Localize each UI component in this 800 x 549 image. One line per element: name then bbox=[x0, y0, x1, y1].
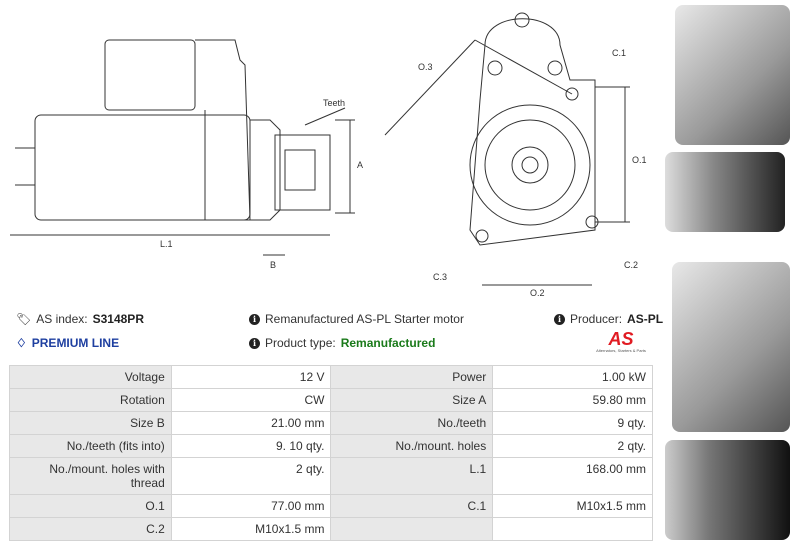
product-photo-side[interactable] bbox=[665, 152, 785, 232]
spec-value: 1.00 kW bbox=[492, 365, 653, 389]
producer-label: Producer: bbox=[570, 312, 623, 326]
description: i Remanufactured AS-PL Starter motor bbox=[249, 312, 464, 326]
info-icon: i bbox=[249, 337, 260, 349]
spec-label: No./teeth (fits into) bbox=[9, 434, 172, 458]
premium-line[interactable]: ♢ PREMIUM LINE bbox=[16, 336, 119, 350]
label-b: B bbox=[270, 260, 277, 270]
spec-label bbox=[330, 517, 494, 541]
spec-value: M10x1.5 mm bbox=[492, 494, 653, 518]
spec-value bbox=[492, 517, 653, 541]
logo-mark: AS bbox=[608, 329, 634, 349]
spec-value: 2 qty. bbox=[170, 457, 332, 495]
label-a: A bbox=[357, 160, 364, 170]
spec-value: 77.00 mm bbox=[170, 494, 332, 518]
spec-value: M10x1.5 mm bbox=[170, 517, 332, 541]
spec-label: Voltage bbox=[9, 365, 172, 389]
product-photo-front[interactable] bbox=[675, 5, 790, 145]
tags-icon: 🏷 bbox=[16, 312, 32, 326]
as-index-label: AS index: bbox=[36, 312, 88, 326]
diamond-icon: ♢ bbox=[16, 336, 27, 350]
label-o2: O.2 bbox=[530, 288, 545, 298]
producer-value: AS-PL bbox=[627, 312, 664, 326]
side-view-diagram bbox=[10, 39, 355, 256]
as-pl-logo: AS Alternators, Starters & Parts bbox=[588, 330, 654, 353]
info-icon: i bbox=[249, 313, 260, 325]
table-row: No./teeth (fits into)9. 10 qty.No./mount… bbox=[9, 434, 653, 458]
spec-value: 2 qty. bbox=[492, 434, 653, 458]
spec-label: L.1 bbox=[330, 457, 494, 495]
label-c2: C.2 bbox=[624, 260, 639, 270]
logo-tagline: Alternators, Starters & Parts bbox=[596, 348, 646, 353]
product-type-value: Remanufactured bbox=[340, 336, 436, 350]
front-view-diagram bbox=[384, 12, 630, 286]
spec-value: 59.80 mm bbox=[492, 388, 653, 412]
label-c1: C.1 bbox=[612, 48, 627, 58]
producer: i Producer: AS-PL bbox=[554, 312, 663, 326]
spec-label: No./mount. holes with thread bbox=[9, 457, 172, 495]
spec-value: CW bbox=[170, 388, 332, 412]
info-icon: i bbox=[554, 313, 565, 325]
spec-label: C.2 bbox=[9, 517, 172, 541]
spec-value: 9. 10 qty. bbox=[170, 434, 332, 458]
spec-value: 21.00 mm bbox=[170, 411, 332, 435]
label-l1: L.1 bbox=[160, 239, 173, 249]
spec-label: Rotation bbox=[9, 388, 172, 412]
spec-label: No./mount. holes bbox=[330, 434, 494, 458]
spec-label: Size B bbox=[9, 411, 172, 435]
label-o1: O.1 bbox=[632, 155, 647, 165]
product-type-label: Product type: bbox=[265, 336, 336, 350]
product-photo-rear[interactable] bbox=[672, 262, 790, 432]
description-text: Remanufactured AS-PL Starter motor bbox=[265, 312, 464, 326]
as-index: 🏷 AS index: S3148PR bbox=[16, 312, 144, 326]
product-photo-bottom[interactable] bbox=[665, 440, 790, 540]
spec-label: O.1 bbox=[9, 494, 172, 518]
spec-value: 12 V bbox=[170, 365, 332, 389]
label-teeth: Teeth bbox=[323, 98, 346, 108]
spec-value: 168.00 mm bbox=[492, 457, 653, 495]
product-type: i Product type: Remanufactured bbox=[249, 336, 435, 350]
spec-label: No./teeth bbox=[330, 411, 494, 435]
spec-label: Power bbox=[330, 365, 494, 389]
label-c3: C.3 bbox=[433, 272, 448, 282]
spec-label: Size A bbox=[330, 388, 494, 412]
label-o3: O.3 bbox=[418, 62, 433, 72]
as-index-value: S3148PR bbox=[92, 312, 144, 326]
premium-line-label: PREMIUM LINE bbox=[31, 336, 120, 350]
spec-value: 9 qty. bbox=[492, 411, 653, 435]
spec-label: C.1 bbox=[330, 494, 494, 518]
